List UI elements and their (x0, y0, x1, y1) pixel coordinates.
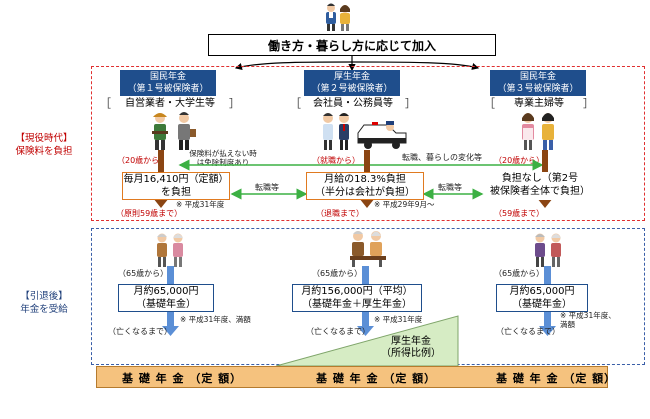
col3-benefit-note: ※ 平成31年度、満額 (560, 311, 616, 329)
active-period-label: 【現役時代】保険料を負担 (15, 133, 73, 157)
col1-benefit-box: 月約65,000円（基礎年金） (118, 284, 214, 312)
col1-premium-box: 毎月16,410円（定額）を負担 (122, 172, 230, 200)
page-title: 働き方・暮らし方に応じて加入 (208, 34, 496, 56)
employee-and-civil-servant-icon (323, 113, 407, 150)
col3-end-age: （59歳まで） (494, 209, 545, 218)
family-icon (326, 3, 350, 31)
transfer-left-label: 転職等 (255, 183, 279, 192)
col3-benefit-box: 月約65,000円（基礎年金） (496, 284, 588, 312)
col1-benefit-note: ※ 平成31年度、満額 (180, 315, 251, 324)
employees-pension-label: 厚生年金（所得比例） (381, 336, 441, 359)
elderly-couple-icon-2 (350, 231, 386, 267)
insured-type-2-header: 厚生年金（第２号被保険者） (304, 70, 400, 96)
retired-period-label: 【引退後】年金を受給 (20, 291, 68, 315)
col1-benefit-start: （65歳から） (118, 269, 169, 278)
col1-start-age: （20歳から） (117, 156, 168, 165)
col1-end-age: （原則59歳まで） (116, 209, 183, 218)
active-period-frame (91, 66, 645, 221)
occupation-1: ［自営業者・大学生等］ (100, 97, 240, 110)
col2-benefit-note: ※ 平成31年度 (374, 315, 423, 324)
col3-benefit-end: （亡くなるまで） (496, 327, 560, 336)
col2-premium-note: ※ 平成29年9月～ (374, 200, 435, 209)
basic-pension-label-1: 基 礎 年 金 （定 額） (122, 372, 243, 385)
col3-premium-box: 負担なし（第2号被保険者全体で負担） (486, 172, 594, 200)
col2-benefit-end: （亡くなるまで） (306, 327, 370, 336)
self-employed-and-student-icon (152, 112, 196, 150)
col2-benefit-start: （65歳から） (312, 269, 363, 278)
basic-pension-bar (96, 366, 608, 388)
homemaker-icon (522, 113, 554, 150)
basic-pension-label-3: 基 礎 年 金 （定 額） (496, 372, 617, 385)
elderly-couple-icon-3 (535, 233, 561, 267)
col2-end: （退職まで） (316, 209, 364, 218)
occupation-3: ［専業主婦等］ (484, 97, 594, 110)
basic-pension-label-2: 基 礎 年 金 （定 額） (316, 372, 437, 385)
transfer-right-label: 転職等 (438, 183, 462, 192)
insured-type-1-header: 国民年金（第１号被保険者） (120, 70, 216, 96)
insured-type-3-header: 国民年金（第３号被保険者） (490, 70, 586, 96)
col1-premium-note: ※ 平成31年度 (176, 200, 225, 209)
elderly-couple-icon-1 (157, 233, 183, 267)
transfer-top-label: 転職、暮らしの変化等 (402, 153, 482, 162)
occupation-2: ［会社員・公務員等］ (290, 97, 416, 110)
col3-benefit-start: （65歳から） (494, 269, 545, 278)
col2-premium-box: 月給の18.3%負担（半分は会社が負担） (306, 172, 424, 200)
col2-benefit-box: 月約156,000円（平均）（基礎年金＋厚生年金） (292, 284, 422, 312)
col1-benefit-end: （亡くなるまで） (108, 327, 172, 336)
